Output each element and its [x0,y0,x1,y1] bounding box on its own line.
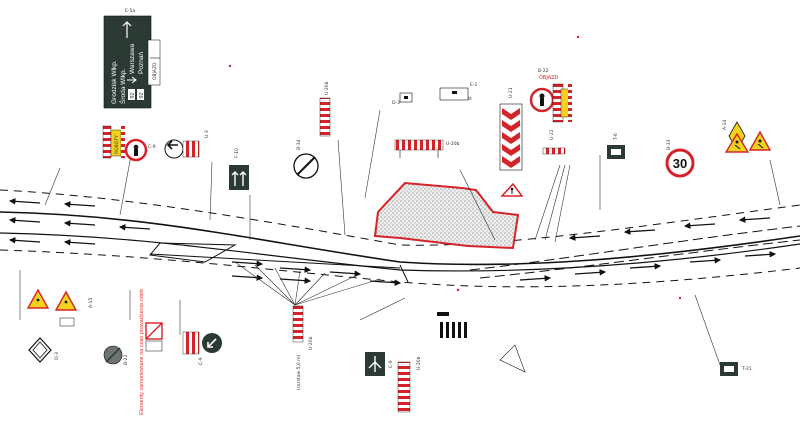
roadworks-signs-left: A-15 [26,288,94,327]
end-restriction-sign: B-34 [293,139,319,179]
svg-text:T-21: T-21 [741,366,752,372]
lane-arrows [8,198,777,286]
svg-text:U-20b: U-20b [308,336,314,350]
red-markers [228,35,682,300]
keep-right-sign-group: C-9 [182,331,222,365]
pedestrian-crossing [440,322,467,338]
small-marker-bottom [437,312,449,316]
end-of-limit-sign: B-22 [103,345,129,365]
arrow-up-icon [122,21,132,38]
svg-text:E-1: E-1 [470,82,477,88]
svg-text:C-9: C-9 [198,357,204,365]
route-number-2: 92 [139,92,145,98]
barrier-left-group: ROBOTY [102,125,125,159]
workers-plate: ROBOTY [114,135,120,154]
svg-text:D-3: D-3 [54,352,60,360]
svg-text:U-20b: U-20b [324,81,330,95]
barrier-vertical-bottom: U-20b (rozstaw 5,0 m) [292,305,314,390]
arrows-up-icon [231,171,247,186]
speed-limit-sign: 30 B-33 [665,139,695,178]
svg-text:U-20b: U-20b [446,141,460,147]
red-note: Elementy zamontowane na czas prowadzenia… [139,289,145,415]
svg-text:T-6: T-6 [613,133,619,141]
top-small-signs: D-3 E-1 [392,82,477,106]
info-sign-right: T-6 [607,133,625,159]
barrier-horizontal-mid: U-20b [394,139,460,158]
svg-text:D-3: D-3 [392,100,400,106]
lane-split-sign: C-9 [365,352,394,376]
leader-small [499,344,526,373]
roadworks-signs-right: A-14 [722,120,772,153]
svg-text:C-9: C-9 [388,360,394,368]
svg-text:B-33: B-33 [666,139,672,150]
svg-text:OBJAZD: OBJAZD [539,75,559,81]
svg-text:U-21: U-21 [508,87,514,98]
direction-sign: Grodzisk Wlkp. Środa Wlkp. Warszawa Pozn… [103,8,161,109]
arrow-right-icon [127,76,137,84]
no-turn-sign-group [145,322,163,352]
leader-lines [19,109,781,366]
svg-text:A-14: A-14 [722,120,728,130]
pedestrian-warning-sign [500,182,524,197]
direction-line-1: Grodzisk Wlkp. [111,60,118,104]
svg-text:U-3: U-3 [204,130,210,138]
svg-text:U-20b: U-20b [416,356,422,370]
road-lines [0,189,800,288]
info-sign-bottom-right: T-21 [720,362,752,376]
c9-sign: C-9 [124,138,156,162]
chevron-panel: U-21 [499,87,523,171]
barrier-small-right [542,147,566,155]
svg-text:A-15: A-15 [88,298,94,308]
arrows-split-icon [368,356,382,372]
direction-line-3: Warszawa [129,44,136,74]
work-zone-area [373,181,520,250]
priority-road-sign: D-3 [28,337,60,363]
svg-text:Elementy zamontowane na czas p: Elementy zamontowane na czas prowadzenia… [139,289,145,415]
svg-text:B-22: B-22 [123,354,129,365]
direction-sign-code: E-5a [125,8,135,14]
svg-text:B-34: B-34 [296,139,302,150]
route-number: 92 [130,92,136,98]
barrier-vertical-mid [319,97,331,137]
direction-line-2: Środa Wlkp. [118,68,127,104]
svg-text:F-10: F-10 [234,148,240,158]
speed-limit-value: 30 [673,156,687,171]
barrier-vertical-bottom-right [397,361,411,413]
barrier-spacing-note: (rozstaw 5,0 m) [296,354,302,390]
detour-plate: OBJAZD [152,62,158,80]
arrow-left-icon [166,140,178,150]
arrow-sign-group: U-3 [164,130,210,159]
svg-text:C-9: C-9 [148,144,156,150]
svg-text:U-22: U-22 [549,129,555,140]
direction-line-4: Poznań [138,52,145,74]
arrow-down-left-icon [207,338,217,348]
top-right-cluster: B-22 OBJAZD [529,68,572,123]
lane-direction-sign: F-10 [229,148,249,190]
svg-text:B-22: B-22 [538,68,549,74]
